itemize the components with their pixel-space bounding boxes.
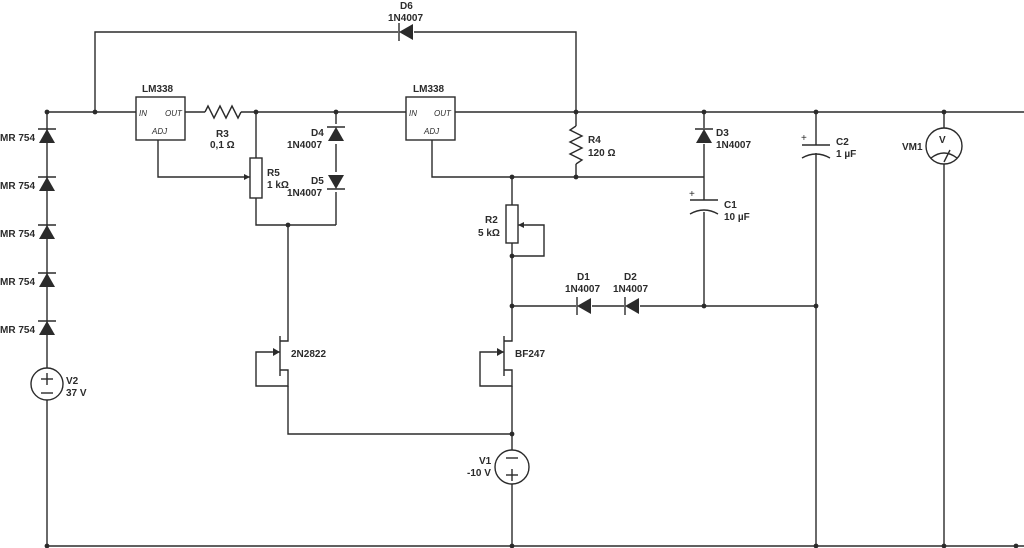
r4-ref: R4 — [588, 135, 601, 146]
diode-d3: D3 1N4007 — [694, 128, 751, 151]
potentiometer-r2: R2 5 kΩ — [478, 204, 524, 244]
d4-ref: D4 — [311, 128, 324, 139]
capacitor-c1: + C1 10 µF — [689, 189, 750, 223]
v2-ref: V2 — [66, 376, 79, 387]
lm338-regulator-1: LM338 IN OUT ADJ — [135, 84, 186, 141]
r5-ref: R5 — [267, 168, 280, 179]
capacitor-c2: + C2 1 µF — [801, 133, 856, 160]
voltmeter-symbol: V — [939, 135, 946, 146]
d6-ref: D6 — [400, 1, 413, 12]
mr754-diode-5: MR 754 — [0, 320, 57, 336]
ic-label: LM338 — [142, 84, 174, 95]
d5-value: 1N4007 — [287, 188, 322, 199]
q-2n2822-label: 2N2822 — [291, 349, 326, 360]
diode-d6: D6 1N4007 — [388, 1, 423, 42]
diode-d2: D2 1N4007 — [613, 272, 648, 316]
junctions — [44, 109, 1019, 548]
c2-value: 1 µF — [836, 149, 856, 160]
d5-ref: D5 — [311, 176, 324, 187]
v1-ref: V1 — [479, 456, 492, 467]
pin-in: IN — [139, 109, 147, 118]
jfet-2n2822: 2N2822 — [272, 336, 326, 376]
c2-polarity-plus: + — [801, 133, 807, 144]
mr754-diode-string: MR 754 MR 754 MR 754 MR 754 MR 754 — [0, 128, 57, 336]
r4-value: 120 Ω — [588, 148, 615, 159]
lm338-regulator-2: LM338 IN OUT ADJ — [405, 84, 456, 141]
mr754-label-4: MR 754 — [0, 277, 35, 288]
r5-value: 1 kΩ — [267, 180, 289, 191]
d6-value: 1N4007 — [388, 13, 423, 24]
diode-d1: D1 1N4007 — [565, 272, 600, 316]
pin-adj: ADJ — [423, 127, 440, 136]
mr754-diode-3: MR 754 — [0, 224, 57, 240]
mr754-diode-2: MR 754 — [0, 176, 57, 192]
r3-ref: R3 — [216, 129, 229, 140]
mr754-label-3: MR 754 — [0, 229, 35, 240]
c1-ref: C1 — [724, 200, 737, 211]
pin-in: IN — [409, 109, 417, 118]
resistor-r3: R3 0,1 Ω — [204, 104, 242, 151]
mr754-label-5: MR 754 — [0, 325, 35, 336]
ic-label: LM338 — [413, 84, 445, 95]
mr754-label-2: MR 754 — [0, 181, 35, 192]
c1-polarity-plus: + — [689, 189, 695, 200]
resistor-r4: R4 120 Ω — [568, 125, 615, 165]
d4-value: 1N4007 — [287, 140, 322, 151]
c2-ref: C2 — [836, 137, 849, 148]
d2-ref: D2 — [624, 272, 637, 283]
v1-value: -10 V — [467, 468, 491, 479]
pin-out: OUT — [165, 109, 183, 118]
c1-value: 10 µF — [724, 212, 750, 223]
q-bf247-label: BF247 — [515, 349, 545, 360]
mr754-diode-4: MR 754 — [0, 272, 57, 288]
v2-value: 37 V — [66, 388, 87, 399]
voltage-source-v1: V1 -10 V — [467, 449, 530, 485]
d1-ref: D1 — [577, 272, 590, 283]
d2-value: 1N4007 — [613, 284, 648, 295]
diode-d4: D4 1N4007 — [287, 126, 346, 151]
diode-d5: D5 1N4007 — [287, 174, 346, 199]
d3-ref: D3 — [716, 128, 729, 139]
jfet-bf247: BF247 — [496, 336, 545, 376]
mr754-label-1: MR 754 — [0, 133, 35, 144]
d3-value: 1N4007 — [716, 140, 751, 151]
wires — [46, 31, 1024, 547]
voltage-source-v2: V2 37 V — [30, 367, 87, 401]
r3-value: 0,1 Ω — [210, 140, 235, 151]
r2-value: 5 kΩ — [478, 228, 500, 239]
pin-out: OUT — [434, 109, 452, 118]
potentiometer-r5: R5 1 kΩ — [244, 157, 289, 199]
r2-ref: R2 — [485, 215, 498, 226]
vm1-ref: VM1 — [902, 142, 923, 153]
pin-adj: ADJ — [151, 127, 168, 136]
mr754-diode-1: MR 754 — [0, 128, 57, 144]
d1-value: 1N4007 — [565, 284, 600, 295]
voltmeter-vm1: V VM1 — [902, 127, 963, 165]
